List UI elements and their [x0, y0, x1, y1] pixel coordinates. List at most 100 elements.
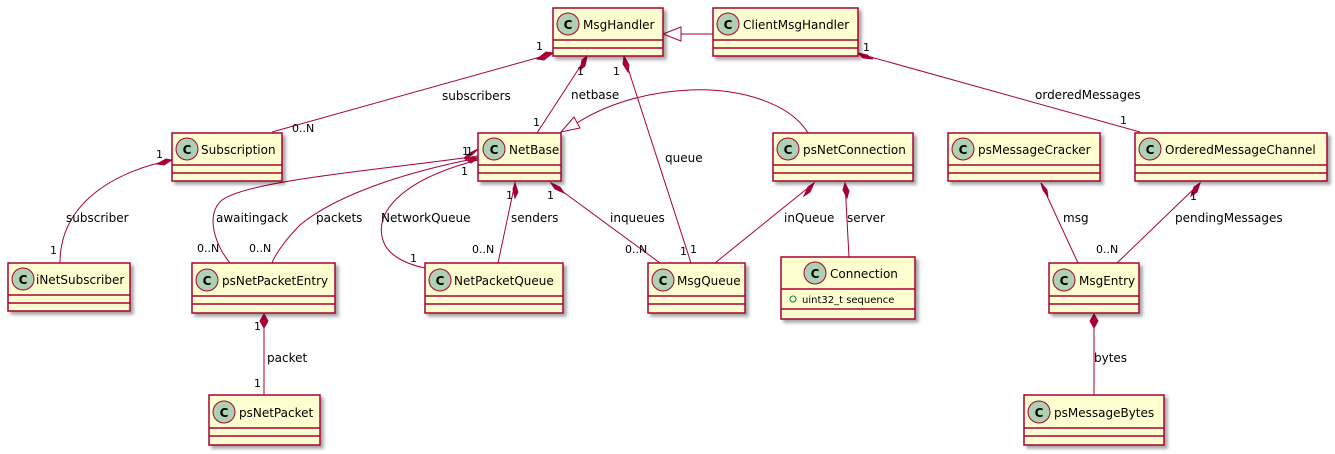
class-name-psmessagecracker: psMessageCracker	[978, 143, 1091, 157]
class-icon: C	[1027, 400, 1051, 424]
mult-orderedmessages-to: 1	[1120, 114, 1127, 127]
mult-pendingmessages-from: 1	[1190, 190, 1197, 203]
mult-subscriber-to: 1	[50, 244, 57, 257]
label-awaitingack: awaitingack	[216, 211, 288, 225]
mult-senders-from: 1	[506, 189, 513, 202]
svg-text:C: C	[203, 274, 212, 288]
mult-queue-from: 1	[613, 65, 620, 78]
relation-bytes: bytes	[1089, 312, 1127, 395]
relation-senders: 1 0..N senders	[472, 181, 558, 264]
class-icon: C	[11, 267, 35, 291]
mult-networkqueue-to: 1	[410, 252, 417, 265]
class-orderedmessagechannel[interactable]: C OrderedMessageChannel	[1134, 132, 1328, 182]
class-name-msgentry: MsgEntry	[1079, 274, 1135, 288]
label-netbase: netbase	[571, 88, 619, 102]
generalization-psnetconnection-netbase	[559, 89, 809, 134]
mult-queue-to: 1	[680, 245, 687, 258]
diamond-netbase-left-2	[462, 156, 480, 164]
class-msgentry[interactable]: C MsgEntry	[1048, 262, 1140, 314]
attribute-sequence: uint32_t sequence	[802, 295, 894, 306]
class-name-connection: Connection	[830, 267, 898, 281]
label-pendingmessages: pendingMessages	[1175, 211, 1283, 225]
class-icon: C	[803, 261, 827, 285]
label-server: server	[847, 211, 885, 225]
mult-inqueues-to: 0..N	[625, 243, 647, 256]
mult-awaitingack-from: 1	[462, 145, 469, 158]
label-senders: senders	[511, 211, 558, 225]
label-inqueue: inQueue	[784, 211, 834, 225]
class-name-psnetpacketentry: psNetPacketEntry	[222, 274, 328, 288]
class-name-netbase: NetBase	[509, 143, 559, 157]
class-netbase[interactable]: C NetBase	[477, 132, 562, 182]
classes: C MsgHandler C ClientMsgHandler C Subsc	[7, 7, 1328, 446]
svg-text:C: C	[724, 18, 733, 32]
relation-subscribers: 1 0..N subscribers	[271, 40, 555, 135]
class-psnetpacketentry[interactable]: C psNetPacketEntry	[191, 262, 336, 314]
label-networkqueue: NetworkQueue	[381, 211, 471, 225]
mult-msg-to: 0..N	[1096, 243, 1118, 256]
label-orderedmessages: orderedMessages	[1035, 88, 1141, 102]
mult-orderedmessages-from: 1	[863, 41, 870, 54]
svg-text:C: C	[959, 143, 968, 157]
class-inetsubscriber[interactable]: C iNetSubscriber	[7, 262, 131, 312]
svg-text:C: C	[811, 267, 820, 281]
relation-orderedmessages: 1 1 orderedMessages	[856, 41, 1141, 133]
class-connection[interactable]: C Connection uint32_t sequence	[780, 256, 916, 320]
relation-server: server	[842, 181, 885, 258]
class-name-inetsubscriber: iNetSubscriber	[36, 273, 124, 287]
class-psnetconnection[interactable]: C psNetConnection	[772, 132, 914, 182]
class-icon: C	[195, 268, 219, 292]
class-netpacketqueue[interactable]: C NetPacketQueue	[424, 262, 564, 314]
class-name-psnetconnection: psNetConnection	[803, 143, 906, 157]
mult-netbase-from: 1	[577, 65, 584, 78]
svg-text:C: C	[490, 143, 499, 157]
mult-subscribers-to: 0..N	[292, 122, 314, 135]
svg-text:C: C	[1035, 406, 1044, 420]
edges: 1 0..N subscribers 1 1 netbase 1 1 queue…	[50, 26, 1283, 395]
class-name-psnetpacket: psNetPacket	[239, 406, 313, 420]
relation-packets: 0..N packets	[249, 157, 479, 264]
class-name-netpacketqueue: NetPacketQueue	[454, 274, 554, 288]
label-inqueues: inqueues	[610, 211, 665, 225]
mult-inqueue-to: 1	[690, 243, 697, 256]
class-icon: C	[951, 137, 975, 161]
class-msghandler[interactable]: C MsgHandler	[552, 7, 664, 57]
mult-packets-to: 0..N	[249, 242, 271, 255]
class-name-clientmsghandler: ClientMsgHandler	[743, 18, 849, 32]
svg-text:C: C	[659, 274, 668, 288]
relation-subscriber: 1 1 subscriber	[50, 148, 174, 264]
class-clientmsghandler[interactable]: C ClientMsgHandler	[712, 7, 859, 57]
class-icon: C	[212, 400, 236, 424]
class-icon: C	[651, 268, 675, 292]
svg-text:C: C	[564, 18, 573, 32]
class-icon: C	[175, 137, 199, 161]
mult-packets-from: 1	[466, 145, 473, 158]
label-msg: msg	[1063, 211, 1089, 225]
class-psmessagecracker[interactable]: C psMessageCracker	[947, 132, 1101, 182]
relation-pendingmessages: 1 pendingMessages	[1116, 181, 1283, 264]
class-icon: C	[556, 12, 580, 36]
class-icon: C	[1052, 268, 1076, 292]
public-visibility-icon	[789, 295, 797, 303]
mult-packet-to: 1	[254, 377, 261, 390]
label-packet: packet	[267, 351, 307, 365]
class-subscription[interactable]: C Subscription	[171, 132, 283, 182]
class-name-msgqueue: MsgQueue	[677, 274, 741, 288]
class-icon: C	[482, 137, 506, 161]
attribute-row: uint32_t sequence	[789, 295, 894, 306]
label-bytes: bytes	[1094, 351, 1127, 365]
svg-text:C: C	[19, 273, 28, 287]
relation-msg: msg 0..N	[1040, 182, 1118, 264]
label-queue: queue	[665, 151, 703, 165]
mult-senders-to: 0..N	[472, 243, 494, 256]
class-psnetpacket[interactable]: C psNetPacket	[208, 394, 321, 446]
mult-subscribers-from: 1	[536, 40, 543, 53]
class-name-msghandler: MsgHandler	[583, 18, 655, 32]
class-psmessagebytes[interactable]: C psMessageBytes	[1023, 394, 1165, 446]
relation-packet: 1 1 packet	[254, 312, 307, 395]
generalization-clientmsghandler-msghandler	[661, 26, 713, 42]
class-msgqueue[interactable]: C MsgQueue	[647, 262, 746, 314]
label-packets: packets	[316, 211, 362, 225]
class-icon: C	[1138, 137, 1162, 161]
